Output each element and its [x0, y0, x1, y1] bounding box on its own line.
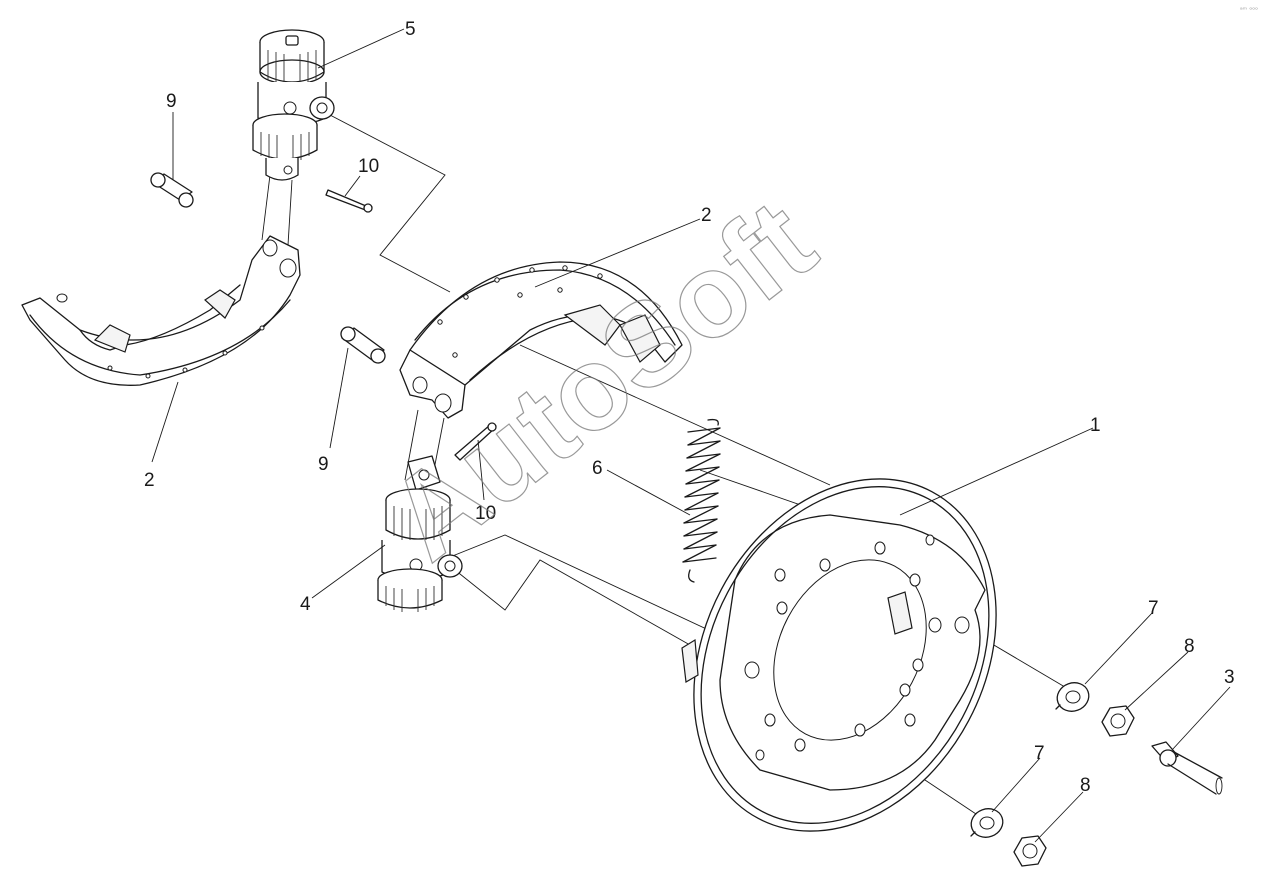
- lock-washer-lower: [970, 808, 1004, 838]
- callout-3: 3: [1224, 667, 1235, 688]
- upper-adjuster-assembly: [252, 29, 335, 181]
- callout-8-lower: 8: [1080, 775, 1091, 796]
- backing-plate: [681, 478, 997, 832]
- hex-nut-upper: [1101, 705, 1135, 737]
- callout-9-upper: 9: [166, 91, 177, 112]
- lower-adjuster-assembly: [377, 455, 463, 612]
- backing-plate-bolt-holes: [744, 534, 970, 761]
- callout-4: 4: [300, 594, 311, 615]
- corner-mark: ᵃᵐ ᵒᵒᵒ: [1240, 6, 1258, 14]
- callout-5: 5: [405, 19, 416, 40]
- callout-10-lower: 10: [475, 503, 496, 524]
- return-spring: [682, 418, 721, 583]
- brake-shoe-left: [21, 235, 301, 386]
- cotter-pin-lower: [454, 422, 497, 461]
- brake-shoe-right-lining-holes: [437, 265, 603, 358]
- callout-7-upper: 7: [1148, 598, 1159, 619]
- callout-7-lower: 7: [1034, 743, 1045, 764]
- callout-8-upper: 8: [1184, 636, 1195, 657]
- callout-6: 6: [592, 458, 603, 479]
- callout-10-upper: 10: [358, 156, 379, 177]
- callout-labels: 1 2 2 3 4 5 6 7 7 8 8 9 9 10 10: [144, 19, 1235, 796]
- cotter-pin-upper: [325, 189, 373, 213]
- callout-2-left-shoe: 2: [144, 470, 155, 491]
- brake-shoe-right: [399, 261, 683, 419]
- hex-nut-lower: [1013, 835, 1047, 867]
- leader-lines: [151, 28, 1231, 843]
- brake-pipe-fitting: [1151, 741, 1223, 795]
- pin-upper: [150, 172, 194, 208]
- lock-washer-upper: [1055, 682, 1090, 712]
- brake-shoe-left-lining-holes: [107, 325, 265, 379]
- pin-lower: [340, 326, 386, 364]
- callout-1: 1: [1090, 415, 1101, 436]
- callout-9-lower: 9: [318, 454, 329, 475]
- callout-2-right-shoe: 2: [701, 205, 712, 226]
